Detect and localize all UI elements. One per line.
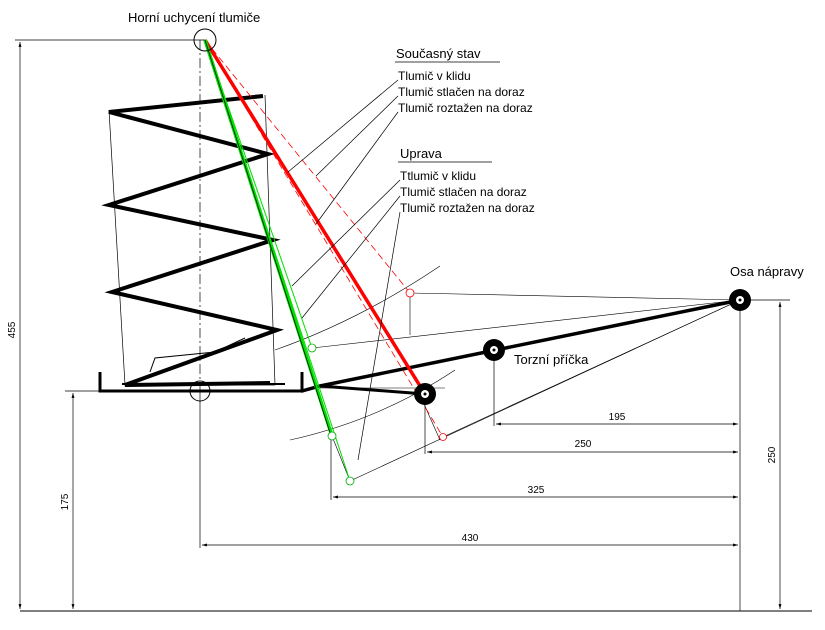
legend-modified-heading: Uprava	[400, 146, 443, 161]
top-mount-label: Horní uchycení tlumiče	[128, 10, 260, 25]
current-damper-rest	[203, 39, 427, 395]
lower-frame-pivot	[189, 380, 211, 402]
legend-modified-extended: Tlumič roztažen na doraz	[400, 201, 535, 215]
legend-current-extended: Tlumič roztažen na doraz	[398, 101, 533, 115]
axle-bushing	[729, 289, 751, 311]
joint-red-extended	[439, 433, 447, 441]
legend-current-leaders	[287, 79, 399, 225]
modified-damper-extended	[204, 39, 351, 482]
coil-spring	[101, 94, 285, 387]
dim-175-label: 175	[60, 493, 71, 510]
trailing-arm	[300, 298, 742, 393]
current-damper-extended	[204, 39, 444, 438]
dim-430-label: 430	[462, 533, 479, 544]
frame-bracket	[98, 372, 304, 393]
spring-seat-link	[149, 337, 246, 373]
arm-to-damper	[319, 384, 426, 396]
modified-damper-shadow	[204, 39, 332, 437]
dim-455-label: 455	[7, 321, 18, 338]
modified-damper-compressed	[204, 39, 313, 349]
legend-modified-leaders	[291, 179, 401, 461]
joint-green-compressed	[307, 343, 317, 353]
legend-modified-compressed: Tlumič stlačen na doraz	[400, 185, 527, 199]
legend-modified-rest: Ttlumič v klidu	[400, 169, 476, 183]
legend-current-rest: Tlumič v klidu	[398, 69, 471, 83]
dim-250v-label: 250	[767, 446, 778, 463]
torsion-bar-label: Torzní příčka	[514, 352, 589, 367]
legend-current-compressed: Tlumič stlačen na doraz	[398, 85, 525, 99]
joint-green-rest	[327, 431, 337, 441]
axle-axis-label: Osa nápravy	[730, 264, 804, 279]
damper-lower-bushing	[414, 383, 436, 405]
dim-250h-label: 250	[575, 439, 592, 450]
torsion-bar-bushing	[483, 339, 505, 361]
joint-green-extended	[345, 476, 355, 486]
current-damper-compressed	[204, 39, 411, 294]
top-mount-circle	[193, 28, 217, 52]
dim-325-label: 325	[528, 485, 545, 496]
joint-red-compressed	[405, 288, 415, 298]
construction-lines	[274, 265, 741, 482]
dim-195-label: 195	[609, 412, 626, 423]
legend-current-heading: Současný stav	[396, 46, 481, 61]
